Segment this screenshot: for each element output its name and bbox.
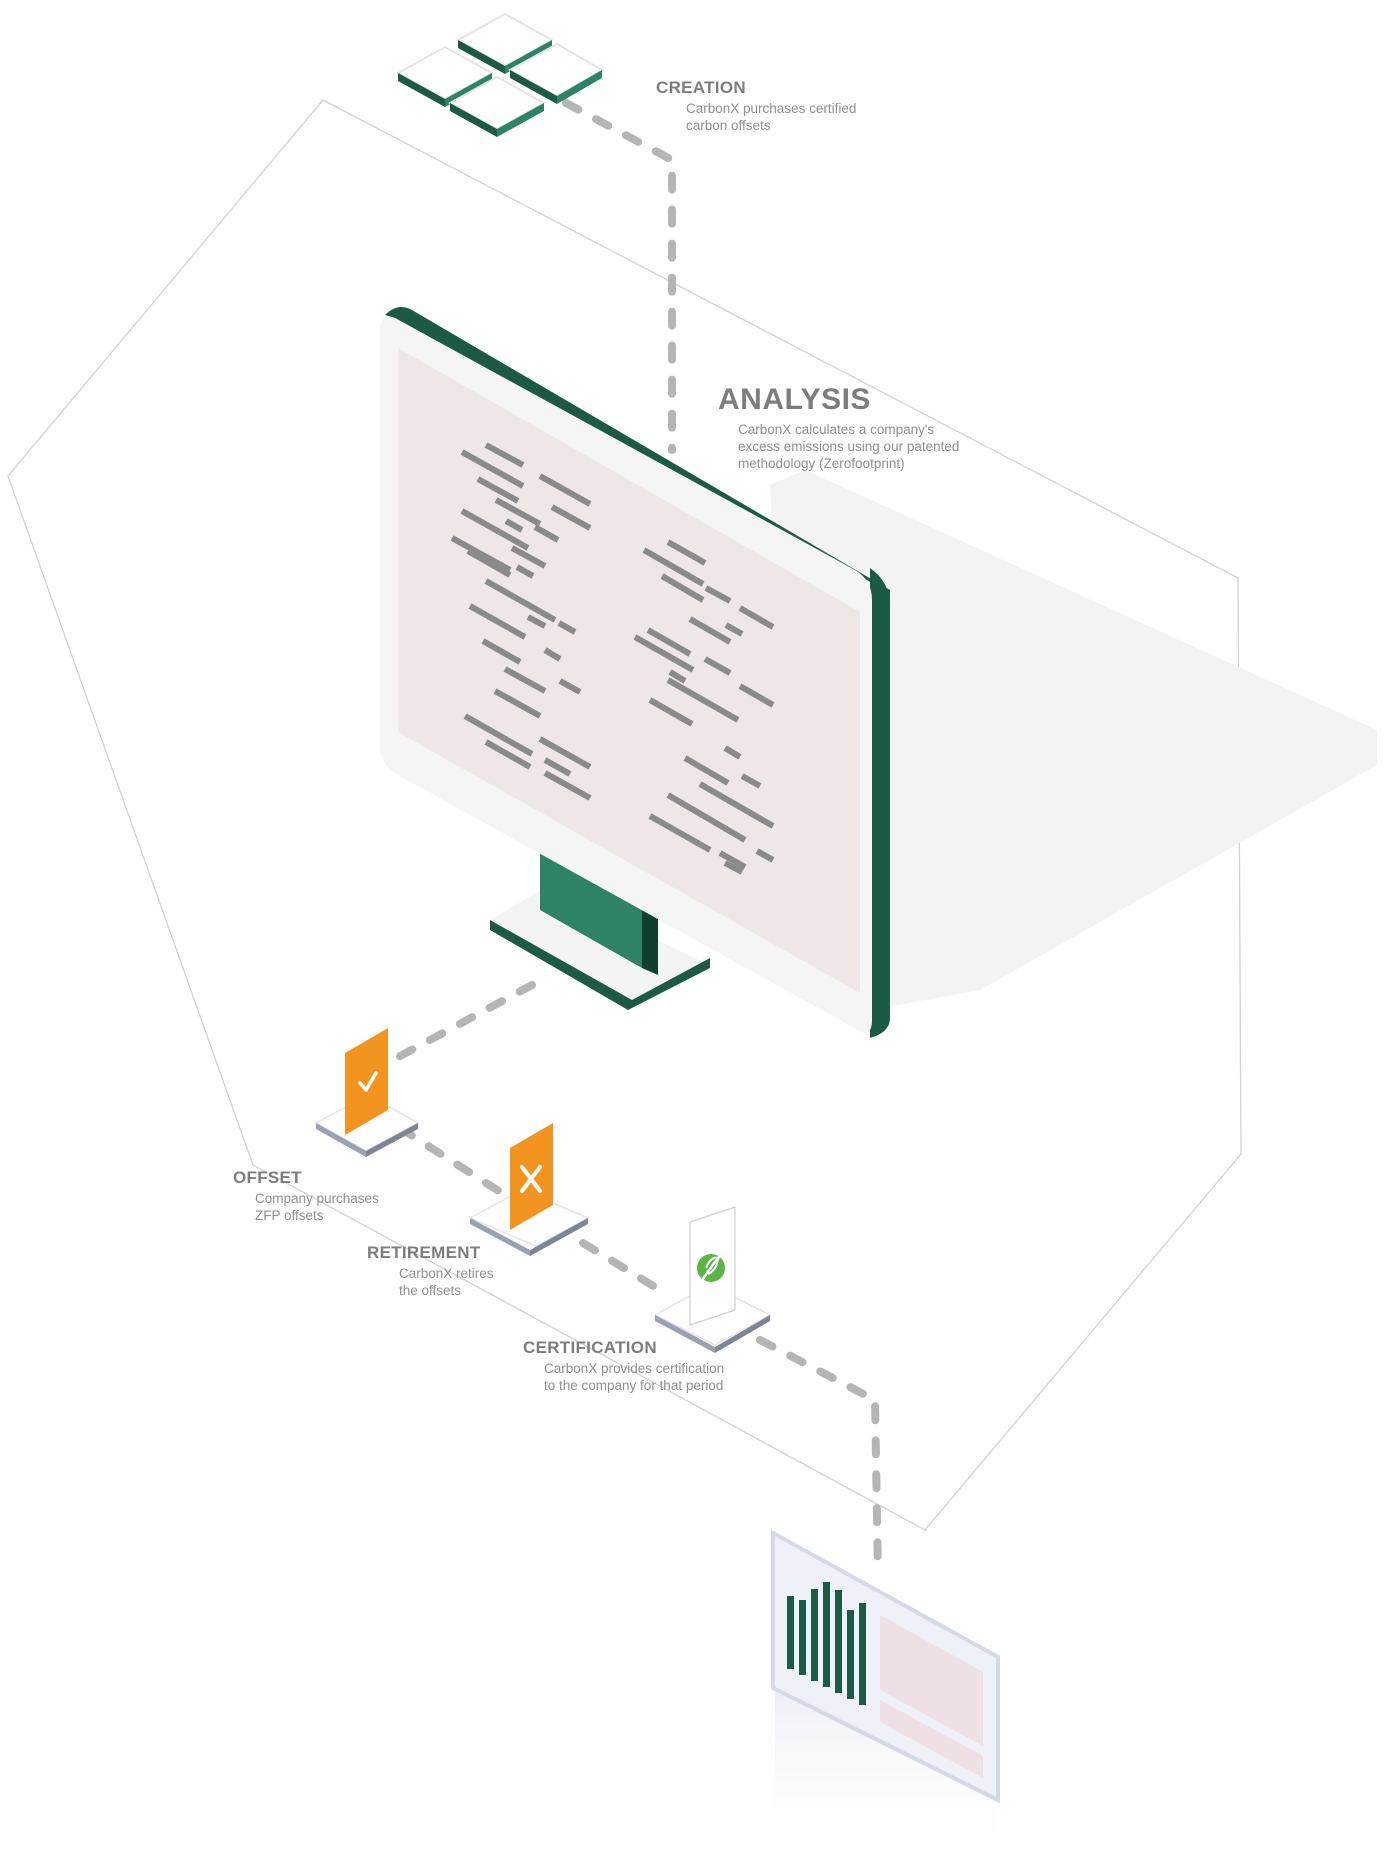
monitor-shadow <box>770 470 1377 1010</box>
monitor-base <box>490 888 710 1008</box>
analysis-label: ANALYSIS CarbonX calculates a company's … <box>718 383 959 472</box>
offset-label: OFFSET Company purchases ZFP offsets <box>233 1168 379 1224</box>
certification-leaf-certificate-icon <box>653 1206 772 1353</box>
report-bar-chart <box>787 1582 866 1705</box>
offset-checkmark-card-icon <box>314 1028 420 1157</box>
offset-description: Company purchases ZFP offsets <box>255 1191 379 1223</box>
creation-title: CREATION <box>656 78 746 97</box>
retirement-label: RETIREMENT CarbonX retires the offsets <box>367 1243 494 1299</box>
retirement-title: RETIREMENT <box>367 1243 481 1262</box>
monitor-icon <box>380 306 890 1038</box>
analysis-title: ANALYSIS <box>718 383 871 416</box>
hexagon-outline <box>7 99 1242 1531</box>
retirement-description: CarbonX retires the offsets <box>399 1266 494 1298</box>
creation-tiles-icon <box>395 12 604 137</box>
retirement-x-card-icon <box>468 1123 590 1256</box>
certification-label: CERTIFICATION CarbonX provides certifica… <box>523 1338 724 1394</box>
offset-title: OFFSET <box>233 1168 302 1187</box>
report-panel-icon <box>771 1529 1000 1863</box>
certification-title: CERTIFICATION <box>523 1338 657 1357</box>
screen-text-lines <box>450 442 775 875</box>
certification-description: CarbonX provides certification to the co… <box>544 1361 725 1393</box>
monitor-stand <box>540 852 642 968</box>
analysis-description: CarbonX calculates a company's excess em… <box>738 422 960 471</box>
creation-description: CarbonX purchases certified carbon offse… <box>686 101 857 133</box>
dashed-connectors <box>374 99 882 1579</box>
creation-label: CREATION CarbonX purchases certified car… <box>656 78 856 134</box>
